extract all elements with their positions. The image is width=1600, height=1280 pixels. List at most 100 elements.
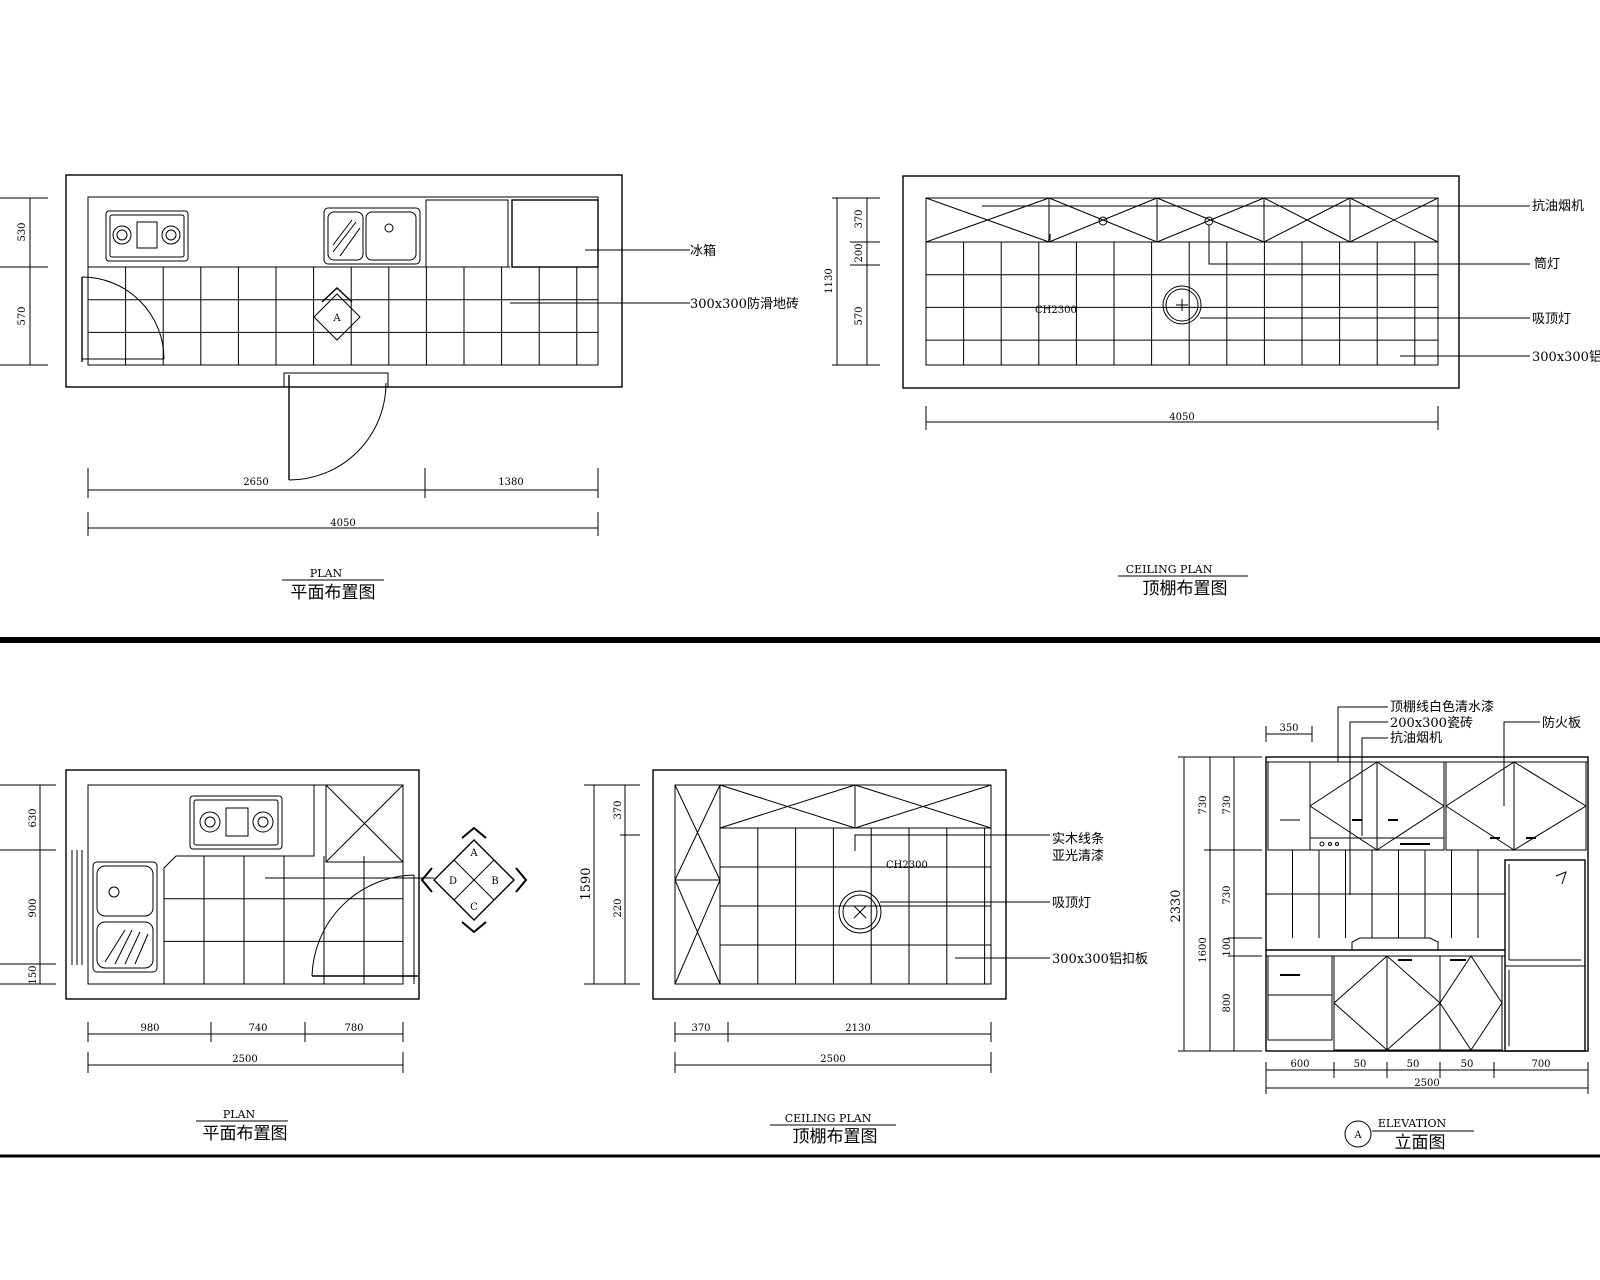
refrigerator [1504,859,1586,1052]
grid-line [925,197,1050,243]
label-ceiling-lamp: 吸顶灯 [1052,896,1091,911]
index-a: A [469,848,478,859]
label-wood-trim: 实木线条 [1052,831,1104,847]
label-fridge: 冰箱 [690,243,716,259]
dim-left-inner-3: 100 [1222,937,1233,956]
title-cn: 平面布置图 [203,1124,288,1144]
dim-bottom-2: 740 [248,1023,267,1034]
index-d: D [449,876,457,887]
label-downlight: 筒灯 [1534,256,1560,272]
label-fireproof-board: 防火板 [1542,715,1581,731]
dim-left-total: 2330 [1169,889,1184,922]
cabinet-x-panels [674,784,992,985]
label-aluminum-panel: 300x300铝扣 [1532,350,1600,365]
title-en: CEILING PLAN [785,1112,872,1125]
marker-label: A [332,313,341,324]
dim-left-2: 200 [854,243,865,262]
gas-cooktop [105,210,189,262]
dim-bottom-5: 700 [1531,1059,1550,1070]
label-wall-tile: 200x300瓷砖 [1390,716,1473,731]
door-swing-left [81,276,165,362]
title-cn: 顶棚布置图 [1143,579,1228,599]
cabinet-x-panels [925,197,1439,243]
kitchen-sink [92,861,158,973]
dim-bottom-1: 980 [140,1023,159,1034]
fridge [325,784,404,863]
dim-bottom-2: 1380 [498,477,523,488]
dim-bottom-2: 2130 [845,1023,870,1034]
elevation-marker: A [1353,1130,1362,1141]
dim-bottom-1: 600 [1290,1059,1309,1070]
dim-left-1: 630 [28,808,39,827]
label-range-hood: 抗油烟机 [1532,199,1584,214]
door-swing-bottom [283,372,389,481]
label-aluminum-panel: 300x300铝扣板 [1052,952,1148,967]
dim-total: 2500 [820,1054,845,1065]
upper-cabinets [1267,761,1587,851]
dim-left-inner-1: 730 [1222,795,1233,814]
ceiling-height: CH2300 [1035,305,1077,316]
dim-left-total: 1590 [579,867,594,900]
wall-window-hatch [71,850,83,965]
plan-view-2: A B C D 630 900 150 980 740 780 2500 PLA… [0,769,528,1144]
index-b: B [491,876,498,887]
grid-line [1048,197,1158,243]
ceiling-plan-1: CH2300 抗油烟机 筒灯 吸顶灯 300x300铝扣 370 200 570… [824,175,1600,599]
dim-bottom-3: 50 [1407,1059,1420,1070]
dim-left-3: 570 [854,306,865,325]
wall-tile-grid [1266,850,1505,938]
dim-total: 4050 [330,518,355,529]
ceiling-plan-2: CH2300 实木线条 亚光清漆 吸顶灯 300x300铝扣板 370 220 … [579,769,1148,1147]
dim-left-inner-4: 800 [1222,993,1233,1012]
dim-bottom-4: 50 [1461,1059,1474,1070]
ceiling-lamp [1162,285,1202,325]
dim-top: 350 [1279,723,1298,734]
ceiling-height: CH2300 [886,860,928,871]
title-en: PLAN [223,1108,256,1121]
title-en: CEILING PLAN [1126,563,1213,576]
door-swing [311,874,418,984]
dim-bottom-3: 780 [344,1023,363,1034]
dim-left-2: 570 [17,306,28,325]
dim-left-inner-2: 730 [1222,885,1233,904]
dim-left-2: 220 [613,898,624,917]
index-c: C [470,902,478,913]
dim-left-3: 150 [28,965,39,984]
lower-cabinets [1267,955,1503,1051]
dim-left-outer-1: 730 [1198,795,1209,814]
grid-line [1156,197,1265,243]
title-cn: 平面布置图 [291,583,376,603]
title-cn: 立面图 [1395,1133,1446,1153]
ceiling-tile-grid [720,828,991,984]
dim-bottom: 4050 [1169,412,1194,423]
grid-line [1263,197,1351,243]
dim-left-total: 1130 [824,268,835,293]
fridge [511,199,599,268]
floor-tile-grid [164,856,403,984]
label-ceiling-trim: 顶棚线白色清水漆 [1390,699,1494,715]
dim-bottom-2: 50 [1354,1059,1367,1070]
kitchen-sink [323,207,421,265]
ceiling-lamp [838,890,882,934]
dim-left-1: 370 [854,209,865,228]
range-hood [1309,837,1445,851]
dim-bottom-1: 370 [691,1023,710,1034]
dim-left-outer-2: 1600 [1198,937,1209,962]
title-cn: 顶棚布置图 [793,1127,878,1147]
plan-view-1: A 冰箱 300x300防滑地砖 530 570 2650 1380 4050 … [0,174,799,603]
title-en: ELEVATION [1378,1117,1447,1130]
label-matte-varnish: 亚光清漆 [1052,848,1104,864]
gas-cooktop [189,795,283,850]
elevation-view: 顶棚线白色清水漆 200x300瓷砖 抗油烟机 防火板 350 2330 730… [1169,699,1589,1153]
floor-tile-grid [88,267,598,365]
title-en: PLAN [310,567,343,580]
dim-left-2: 900 [28,898,39,917]
grid-line [1349,197,1439,243]
label-ceiling-lamp: 吸顶灯 [1532,312,1571,327]
elevation-marker-a: A [313,287,361,341]
elevation-index-key: A B C D [420,826,528,934]
dim-total: 2500 [1414,1078,1439,1089]
dim-left-1: 370 [613,800,624,819]
dim-left-1: 530 [17,222,28,241]
